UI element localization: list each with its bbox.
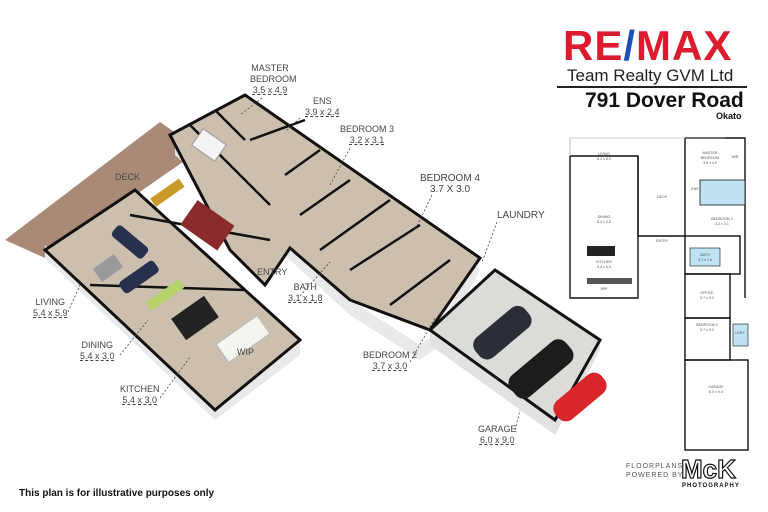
svg-text:3.7 x 3.0: 3.7 x 3.0 bbox=[700, 296, 714, 300]
wip-shelving bbox=[215, 314, 271, 364]
svg-text:3.2 x 3.1: 3.2 x 3.1 bbox=[715, 222, 729, 226]
divider bbox=[557, 86, 747, 88]
property-town: Okato bbox=[716, 111, 742, 121]
svg-text:ENS: ENS bbox=[691, 187, 699, 191]
agency-name: Team Realty GVM Ltd bbox=[567, 66, 734, 85]
laundry-wet-area bbox=[732, 323, 749, 347]
car-red bbox=[553, 372, 607, 422]
remax-logo: RE/MAX bbox=[563, 22, 733, 69]
label-leaders bbox=[67, 97, 521, 431]
dining-set bbox=[145, 279, 185, 311]
svg-text:3.7 x 3.0: 3.7 x 3.0 bbox=[700, 328, 714, 332]
svg-text:OFFICE: OFFICE bbox=[700, 291, 714, 295]
mck-photography: PHOTOGRAPHY bbox=[682, 483, 740, 489]
room-label-laundry: LAUNDRY bbox=[497, 210, 545, 221]
svg-text:ENTRY: ENTRY bbox=[656, 239, 669, 243]
sofa bbox=[111, 225, 149, 259]
kitchen-island-2d bbox=[587, 246, 615, 256]
bedroom-wing-floor bbox=[167, 93, 483, 332]
bed bbox=[191, 128, 227, 162]
svg-text:MASTER: MASTER bbox=[703, 151, 718, 155]
svg-text:5.4 x 3.0: 5.4 x 3.0 bbox=[597, 265, 611, 269]
sofa bbox=[119, 260, 159, 294]
svg-text:DECK: DECK bbox=[657, 195, 668, 199]
car-black bbox=[508, 339, 574, 399]
svg-text:WIR: WIR bbox=[732, 155, 739, 159]
room-label-entry: ENTRY bbox=[257, 267, 288, 277]
outdoor-lounge bbox=[150, 178, 185, 207]
bath-wet-area bbox=[689, 247, 721, 267]
svg-text:6.0 x 9.0: 6.0 x 9.0 bbox=[709, 390, 723, 394]
svg-text:5.4 x 3.0: 5.4 x 3.0 bbox=[597, 220, 611, 224]
dining-table bbox=[180, 200, 235, 251]
svg-text:3.1 x 1.8: 3.1 x 1.8 bbox=[698, 258, 712, 262]
room-label-wip: WIP bbox=[237, 347, 254, 357]
svg-text:DINING: DINING bbox=[598, 215, 611, 219]
svg-text:BATH: BATH bbox=[700, 253, 710, 257]
svg-text:5.4 x 5.9: 5.4 x 5.9 bbox=[597, 157, 611, 161]
svg-text:LIVING: LIVING bbox=[598, 152, 610, 156]
kitchen-bench-2d bbox=[587, 278, 632, 284]
svg-text:3.5 x 4.9: 3.5 x 4.9 bbox=[703, 161, 717, 165]
svg-text:BEDROOM: BEDROOM bbox=[701, 156, 720, 160]
kitchen-island bbox=[171, 295, 219, 341]
svg-text:BEDROOM 2: BEDROOM 2 bbox=[696, 323, 718, 327]
svg-text:BEDROOM 3: BEDROOM 3 bbox=[711, 217, 733, 221]
room-label-deck: DECK bbox=[115, 172, 141, 182]
disclaimer: This plan is for illustrative purposes o… bbox=[19, 488, 215, 499]
car-black bbox=[473, 305, 532, 360]
svg-text:LDRY: LDRY bbox=[735, 331, 745, 335]
deck-area bbox=[5, 122, 200, 258]
coffee-table bbox=[92, 253, 124, 283]
svg-text:GARAGE: GARAGE bbox=[708, 385, 724, 389]
svg-text:KITCHEN: KITCHEN bbox=[596, 260, 612, 264]
mck-logo: McK bbox=[680, 454, 736, 484]
ensuite-wet-area bbox=[699, 179, 746, 206]
svg-text:WIP: WIP bbox=[601, 287, 608, 291]
property-address: 791 Dover Road bbox=[585, 89, 744, 112]
